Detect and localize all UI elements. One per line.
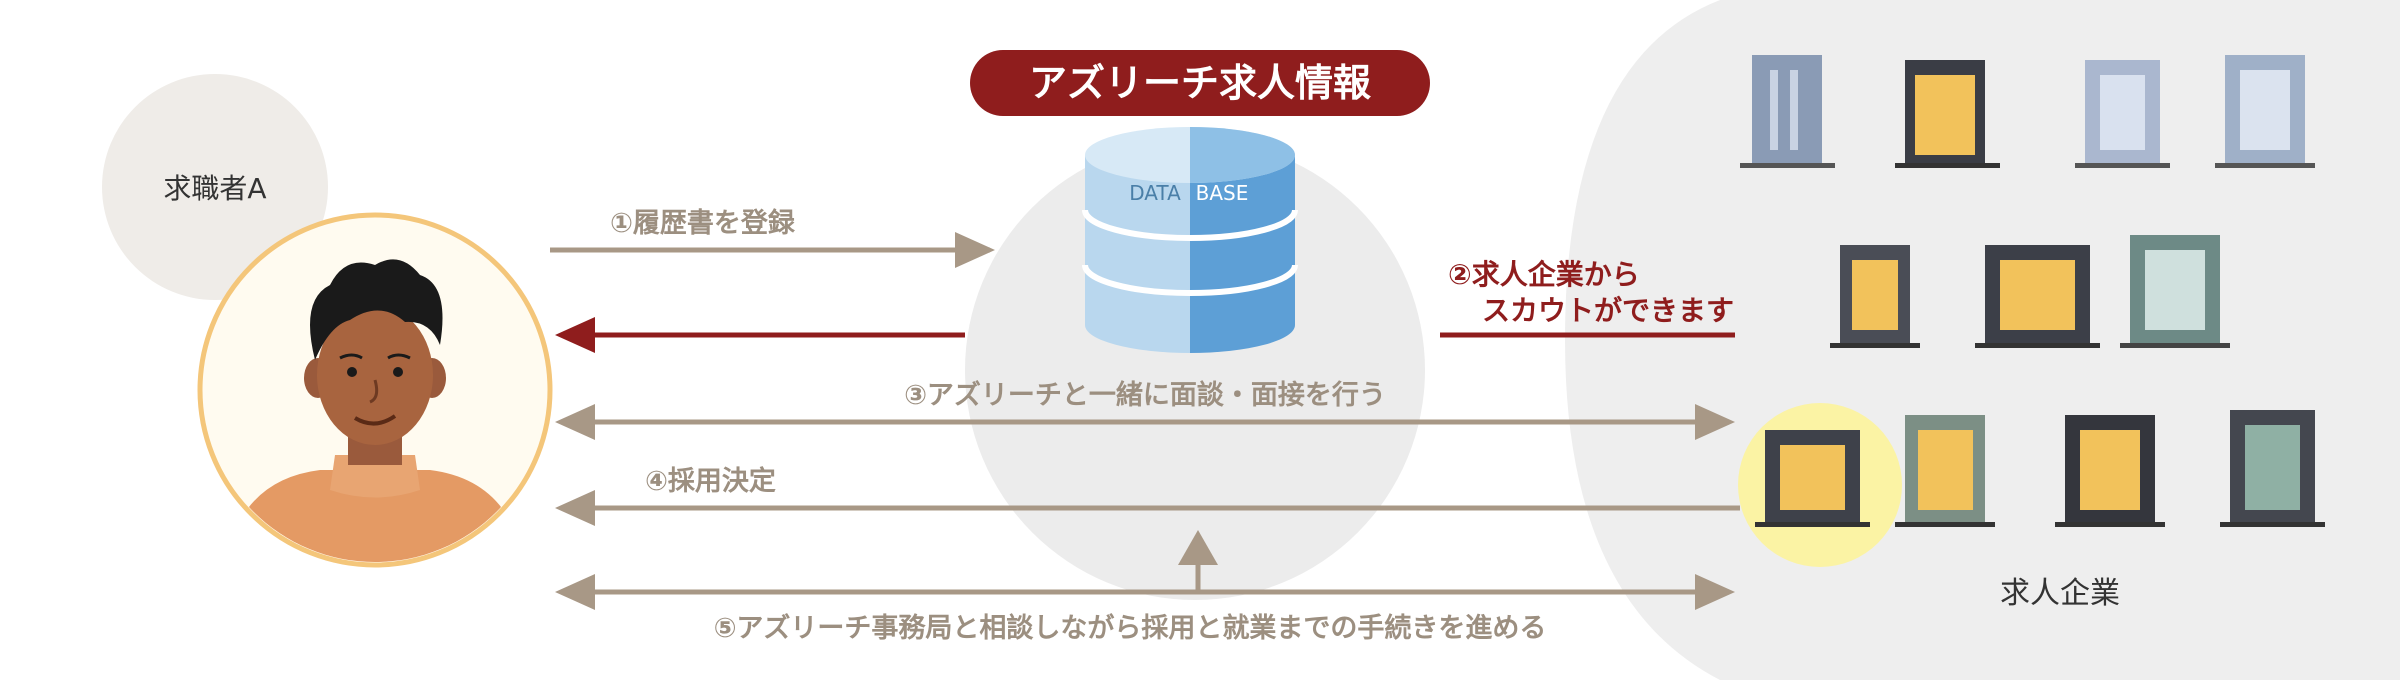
step3-arrowhead-right (1695, 404, 1735, 440)
building-icon (1830, 245, 1920, 348)
step3-label: ③アズリーチと一緒に面談・面接を行う (904, 379, 1386, 411)
step1-label: ①履歴書を登録 (610, 207, 796, 239)
building-icon (1895, 60, 2000, 168)
step4-arrowhead (555, 490, 595, 526)
building-icon (2215, 55, 2315, 168)
step5-label: ⑤アズリーチ事務局と相談しながら採用と就業までの手続きを進める (714, 612, 1547, 644)
database-icon: DATA BASE (1082, 127, 1298, 353)
job-seeker-avatar (197, 212, 553, 568)
step5-arrowhead-right (1695, 574, 1735, 610)
database-left-text: DATA (1129, 181, 1181, 205)
step2-arrowhead (555, 317, 595, 353)
building-icon (1895, 415, 1995, 527)
step1-arrowhead (955, 232, 995, 268)
step3-arrowhead-left (555, 404, 595, 440)
database-right-text: BASE (1196, 181, 1249, 205)
building-icon (1755, 430, 1870, 527)
step2-label-line1: ②求人企業から (1448, 258, 1640, 291)
building-icon (1975, 245, 2100, 348)
title-pill (970, 50, 1430, 116)
company-buildings (1740, 55, 2325, 527)
companies-label: 求人企業 (2000, 576, 2120, 611)
seeker-label-circle (102, 74, 328, 300)
database-halo (965, 140, 1425, 600)
seeker-label: 求職者A (163, 172, 266, 205)
support-up-arrowhead (1178, 530, 1218, 565)
building-icon (2055, 415, 2165, 527)
building-icon (2220, 410, 2325, 527)
diagram-title: アズリーチ求人情報 (1029, 61, 1371, 105)
step5-arrowhead-left (555, 574, 595, 610)
building-icon (2075, 60, 2170, 168)
step2-label-line2: スカウトができます (1482, 294, 1734, 327)
building-icon (2120, 235, 2230, 348)
step4-label: ④採用決定 (645, 465, 776, 497)
building-icon (1740, 55, 1835, 168)
